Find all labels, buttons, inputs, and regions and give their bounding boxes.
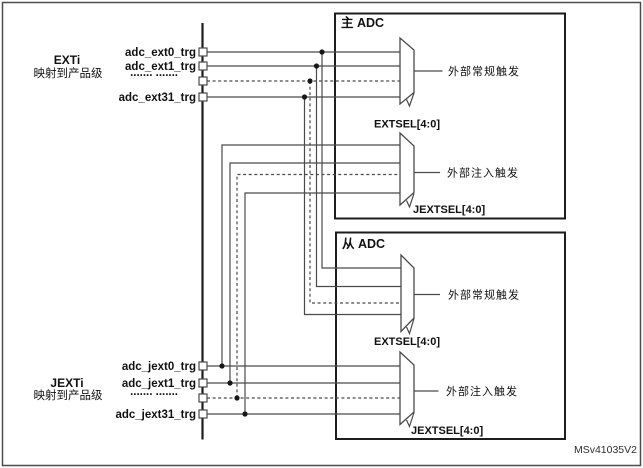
slave-regular-mux xyxy=(400,253,415,334)
bus-tap-square xyxy=(198,409,208,419)
master-injected-trigger-label: 外部注入触发 xyxy=(447,166,519,180)
net-adc-ext0-trg xyxy=(207,51,401,269)
master-regular-trigger-label: 外部常规触发 xyxy=(448,64,520,78)
slave-adc-title: 从 ADC xyxy=(342,237,385,251)
master-extsel-label: EXTSEL[4:0] xyxy=(374,119,440,131)
master-injected-mux xyxy=(399,131,415,207)
junction-dot xyxy=(307,78,313,84)
master-regular-mux xyxy=(399,36,415,106)
net-adc-jextn-trg-dashed xyxy=(207,173,400,399)
junction-dot xyxy=(313,63,320,69)
net-adc-jext0-trg xyxy=(207,144,400,367)
slave-regular-trigger-label: 外部常规触发 xyxy=(448,288,520,302)
slave-jextsel-label: JEXTSEL[4:0] xyxy=(411,425,483,437)
junction-dot xyxy=(234,395,240,401)
master-regular-mux-select-tick xyxy=(405,92,415,108)
bus-tap-square xyxy=(198,393,208,403)
ext-group-subtitle: 映射到产品级 xyxy=(34,66,103,80)
signal-label-adc-jext0-trg: adc_jext0_trg xyxy=(122,361,196,373)
junction-dot xyxy=(219,363,225,369)
slave-injected-mux-select-tick xyxy=(405,412,415,429)
slave-adc-box xyxy=(335,231,566,440)
bus-tap-square xyxy=(198,76,208,86)
net-adc-extn-trg-dashed xyxy=(207,80,401,304)
net-adc-ext1-trg xyxy=(207,65,401,288)
ext-group-title: EXTi xyxy=(54,53,80,67)
slave-injected-trigger-label: 外部注入触发 xyxy=(446,384,518,398)
junction-dot xyxy=(319,49,325,55)
signal-label-adc-ext0-trg: adc_ext0_trg xyxy=(125,47,196,59)
bus-tap-square xyxy=(198,61,208,71)
bus-tap-square xyxy=(198,361,208,371)
slave-regular-mux-select-tick xyxy=(405,318,415,336)
master-adc-title: 主 ADC xyxy=(341,15,384,30)
watermark-label: MSv41035V2 xyxy=(574,444,637,456)
jext-group-title: JEXTi xyxy=(50,376,83,390)
ellipsis-label-ext: ....... ....... xyxy=(130,67,178,79)
slave-extsel-label: EXTSEL[4:0] xyxy=(374,336,440,348)
jext-group-subtitle: 映射到产品级 xyxy=(34,388,103,402)
master-adc-box xyxy=(334,12,566,220)
junction-dot xyxy=(301,94,308,100)
bus-tap-square xyxy=(198,47,208,57)
signal-label-adc-jext1-trg: adc_jext1_trg xyxy=(122,378,196,390)
ellipsis-label-jext: ....... ....... xyxy=(130,386,178,398)
net-adc-jext31-trg xyxy=(207,192,400,415)
junction-dot xyxy=(227,380,233,386)
signal-label-adc-ext1-trg: adc_ext1_trg xyxy=(125,61,196,73)
master-injected-mux-select-tick xyxy=(405,193,415,209)
net-adc-ext31-trg xyxy=(207,96,401,316)
master-jextsel-label: JEXTSEL[4:0] xyxy=(413,204,485,216)
bus-tap-square xyxy=(198,92,208,102)
junction-dot xyxy=(242,411,248,417)
signal-label-adc-jext31-trg: adc_jext31_trg xyxy=(115,409,196,421)
signal-label-adc-ext31-trg: adc_ext31_trg xyxy=(119,92,196,104)
net-adc-jext1-trg xyxy=(207,162,400,384)
bus-tap-square xyxy=(198,378,208,388)
slave-injected-mux xyxy=(399,350,415,426)
